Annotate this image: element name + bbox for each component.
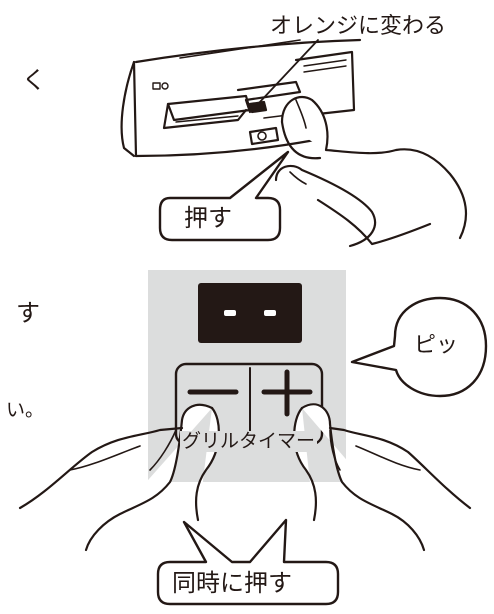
press-both-label: 同時に押す — [172, 569, 292, 597]
orange-change-label: オレンジに変わる — [270, 14, 447, 39]
left-text-fragment-top: く — [22, 66, 46, 94]
timer-display — [198, 283, 302, 343]
grill-timer-label: グリルタイマー — [180, 430, 318, 452]
grill-unit-drawing — [120, 38, 362, 158]
beep-bubble — [350, 296, 488, 398]
left-text-fragment-bottom-2: い。 — [6, 399, 45, 421]
beep-label: ピッ — [414, 333, 459, 358]
left-text-fragment-bottom-1: す — [16, 299, 40, 327]
plus-button[interactable] — [261, 369, 313, 417]
press-both-bubble — [156, 518, 340, 606]
pressing-hand-top — [274, 95, 467, 248]
press-label: 押す — [184, 204, 232, 232]
press-bubble — [158, 150, 290, 242]
display-dash-2 — [264, 310, 276, 316]
display-dash-1 — [224, 310, 236, 316]
